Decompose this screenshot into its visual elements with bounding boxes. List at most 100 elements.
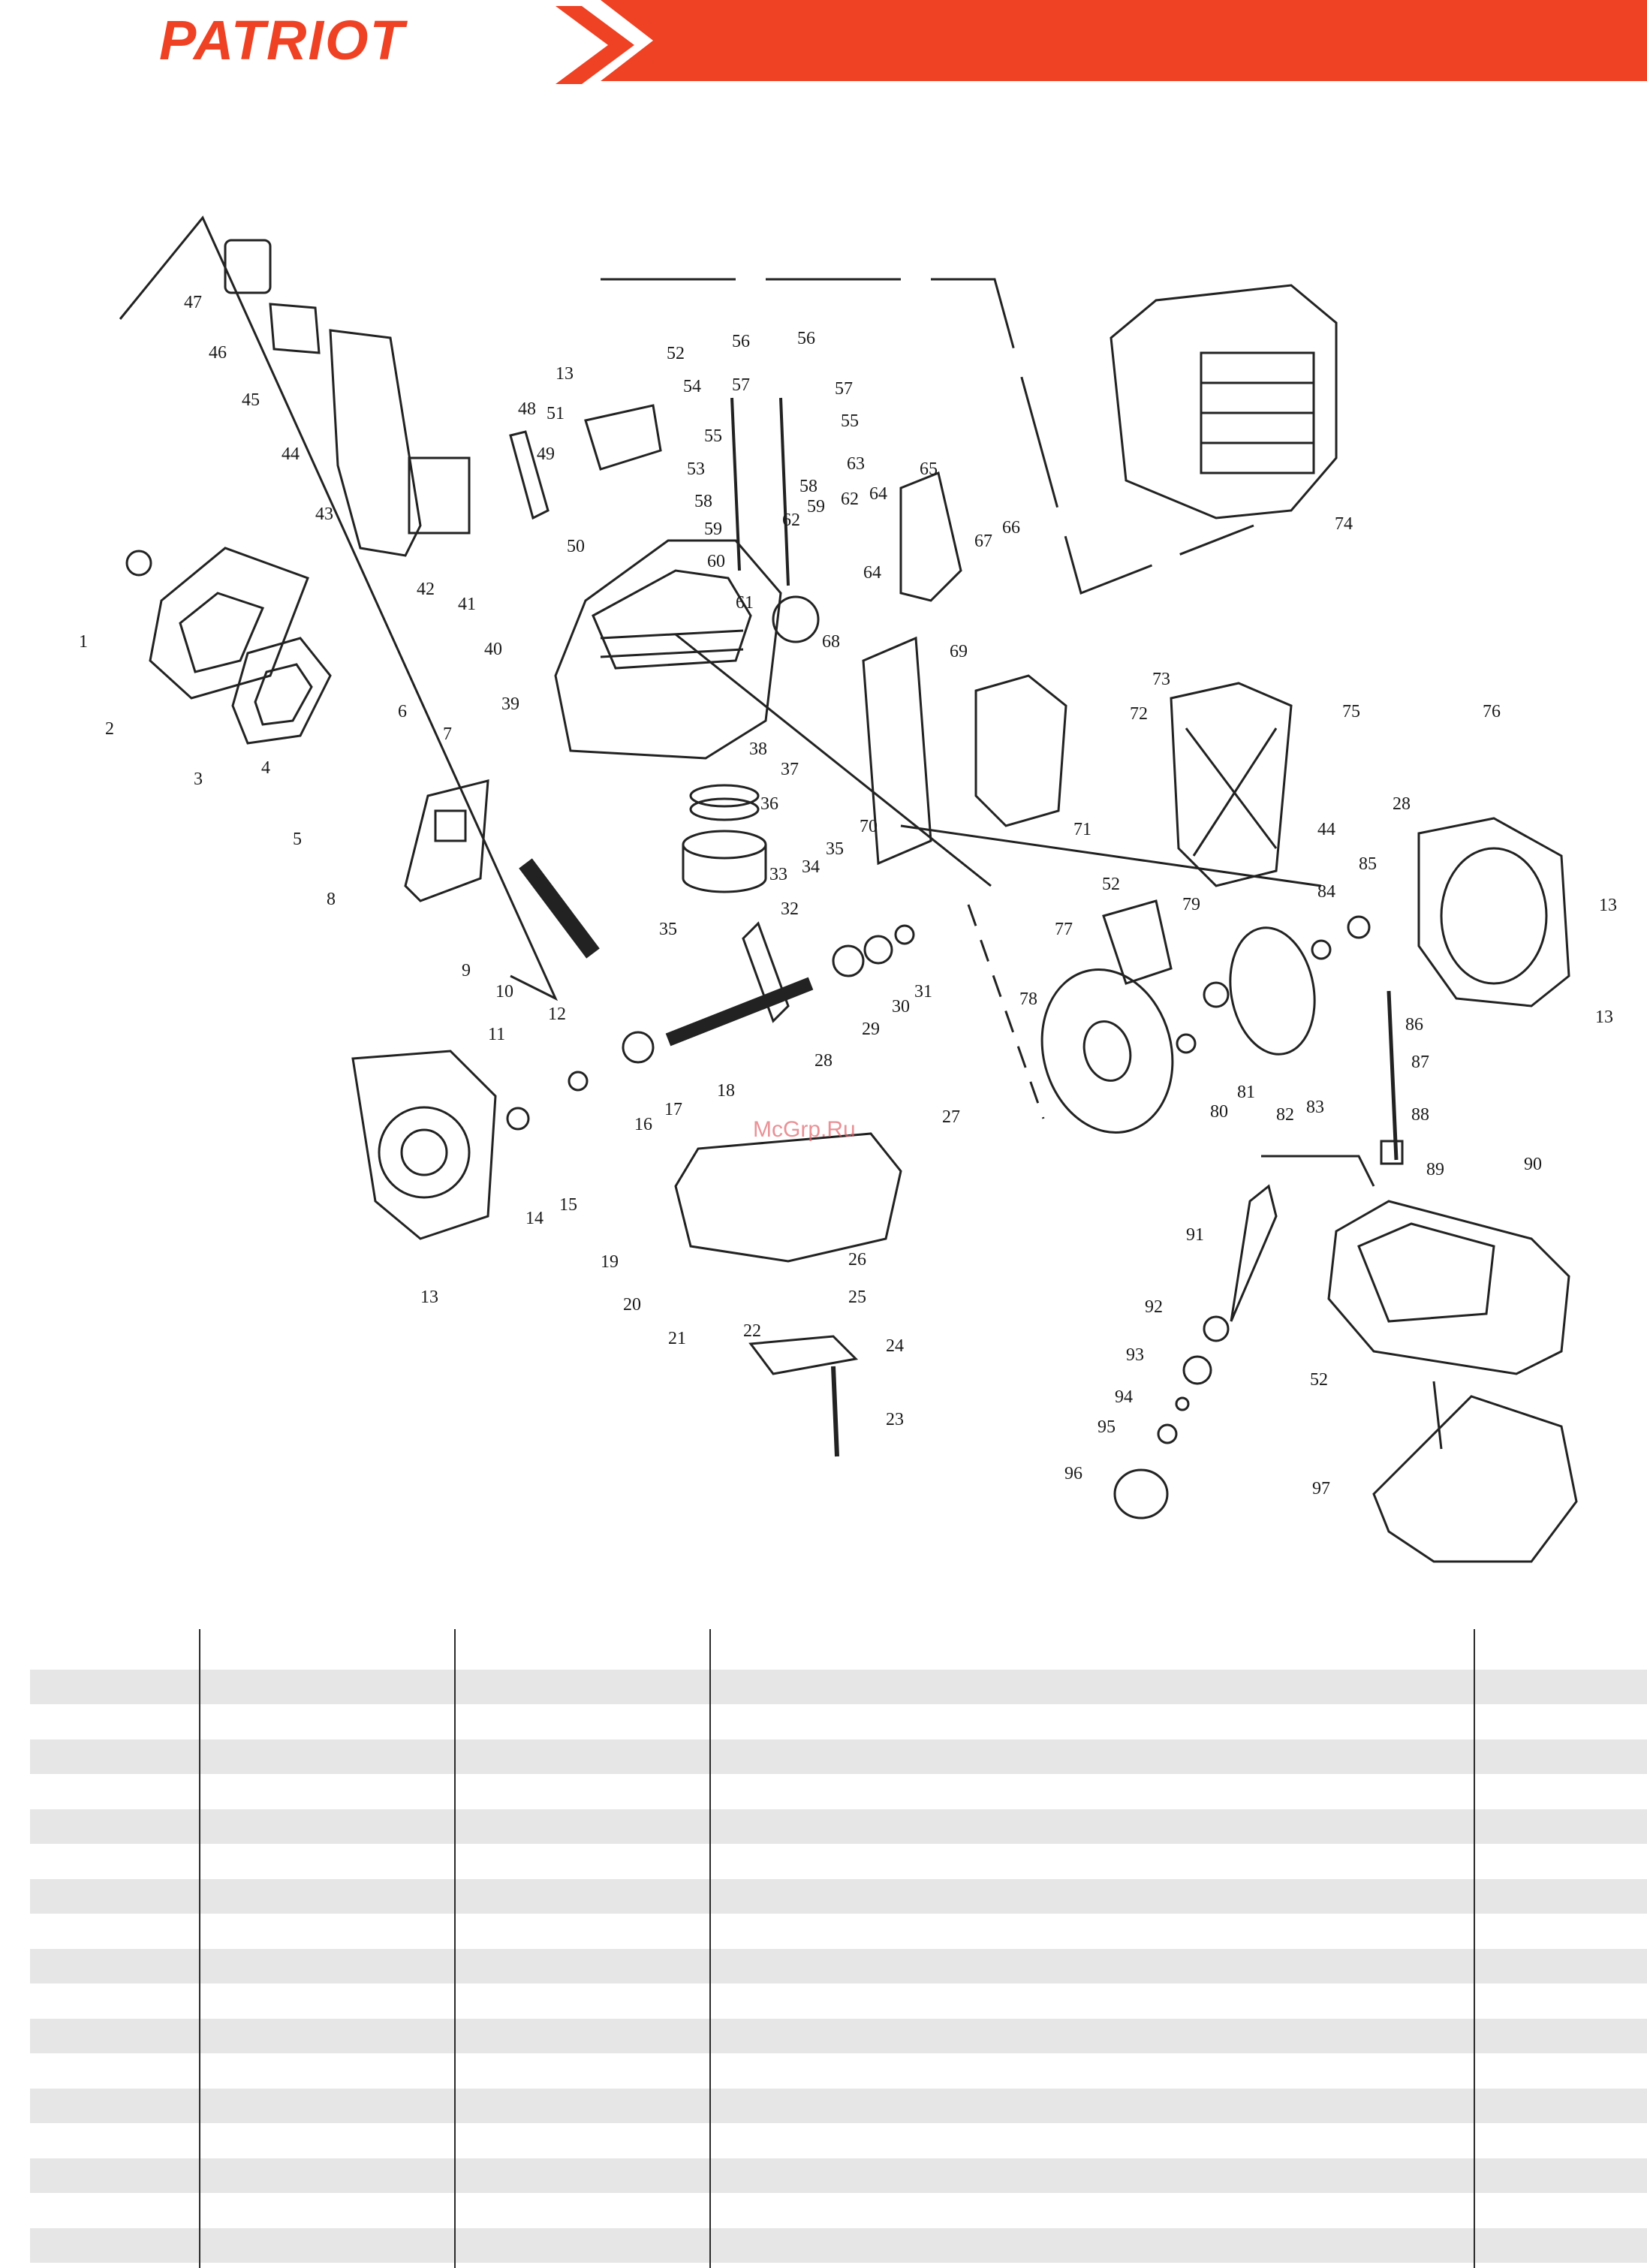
part-label: 67 [974,532,992,551]
muffler-cover-rib-2 [1192,727,1278,857]
part-label: 83 [1306,1098,1324,1117]
part-label: 19 [601,1252,619,1272]
part-label: 76 [1483,702,1501,721]
assembly-line-cover [900,824,1322,887]
part-label: 11 [488,1025,505,1044]
connecting-rod [742,921,790,1023]
part-label: 28 [1393,794,1411,814]
part-label: 9 [462,961,471,980]
part-label: 3 [194,770,203,789]
crankshaft [665,977,814,1047]
part-label: 74 [1335,514,1353,534]
part-label: 66 [1002,518,1020,538]
part-label: 77 [1055,920,1073,939]
part-label: 64 [869,484,887,504]
part-label: 52 [667,344,685,363]
part-label: 15 [559,1195,577,1215]
table-row [30,2019,1647,2053]
part-label: 65 [920,459,938,479]
flywheel [1040,968,1174,1134]
part-label: 55 [704,426,722,446]
part-label: 95 [1097,1417,1116,1437]
part-label: 93 [1126,1345,1144,1365]
table-column-divider [1474,1629,1475,2268]
piston-ring-2 [689,797,760,821]
assembly-line-left [119,215,559,1001]
carburetor-gasket [269,303,321,354]
part-label: 64 [863,563,881,583]
filter-93 [1182,1355,1212,1385]
table-column-divider [709,1629,711,2268]
part-label: 35 [826,839,844,859]
recoil-starter [351,1050,497,1240]
oil-pan-gasket [748,1335,859,1375]
part-label: 44 [1317,820,1335,839]
part-label: 38 [749,739,767,759]
part-label: 91 [1186,1225,1204,1245]
part-label: 53 [687,459,705,479]
intake-manifold [408,456,471,535]
table-row [30,2193,1647,2227]
part-label: 50 [567,537,585,556]
clutch [1229,926,1316,1056]
air-filter-base-port [434,809,467,842]
part-label: 70 [860,817,878,836]
header-accent-band [601,0,1647,81]
tank-guard [1372,1395,1578,1563]
part-label: 58 [694,492,712,511]
filter-knob [125,550,152,577]
part-label: 5 [293,830,302,849]
fuel-tube [519,858,600,959]
starter-pulley [506,1107,530,1131]
air-filter-base [404,779,489,902]
part-label: 45 [242,390,260,410]
air-filter-element [231,637,332,745]
part-label: 85 [1359,854,1377,874]
cam-gear [772,595,820,643]
part-label: 84 [1317,882,1335,902]
part-label: 13 [420,1288,438,1307]
fuel-cap [1113,1468,1169,1520]
part-label: 69 [950,642,968,661]
table-row [30,1949,1647,1983]
part-label: 57 [835,379,853,399]
part-label: 54 [683,377,701,396]
part-label: 35 [659,920,677,939]
part-label: 14 [525,1209,543,1228]
air-filter-cover-inner [179,592,265,673]
part-label: 73 [1152,670,1170,689]
table-row [30,1774,1647,1809]
part-label: 12 [548,1004,566,1024]
assembly-line-top [601,278,1254,595]
part-label: 59 [807,497,825,517]
part-label: 56 [797,329,815,348]
part-label: 51 [546,404,565,423]
part-label: 8 [327,890,336,909]
table-row [30,1739,1647,1774]
part-label: 52 [1102,875,1120,894]
ring-94 [1175,1396,1190,1411]
part-label: 25 [848,1288,866,1307]
table-row [30,2123,1647,2158]
part-label: 6 [398,702,407,721]
muffler [974,674,1067,827]
fuel-tank-inner [1357,1222,1495,1323]
pushrod-right [779,397,790,586]
part-label: 32 [781,899,799,919]
part-label: 94 [1115,1387,1133,1407]
table-row [30,2228,1647,2263]
bearing-29 [832,944,865,977]
fuel-tank [1327,1200,1570,1375]
part-label: 92 [1145,1297,1163,1317]
part-label: 36 [760,794,778,814]
air-filter-cover [149,547,309,700]
part-label: 56 [732,332,750,351]
part-label: 97 [1312,1479,1330,1498]
assembly-line-mid [675,633,992,887]
part-label: 71 [1073,820,1091,839]
part-label: 61 [736,593,754,613]
part-label: 4 [261,758,270,778]
recoil-starter-drum [378,1106,471,1199]
clutch-washer [1203,981,1230,1008]
part-label: 41 [458,595,476,614]
